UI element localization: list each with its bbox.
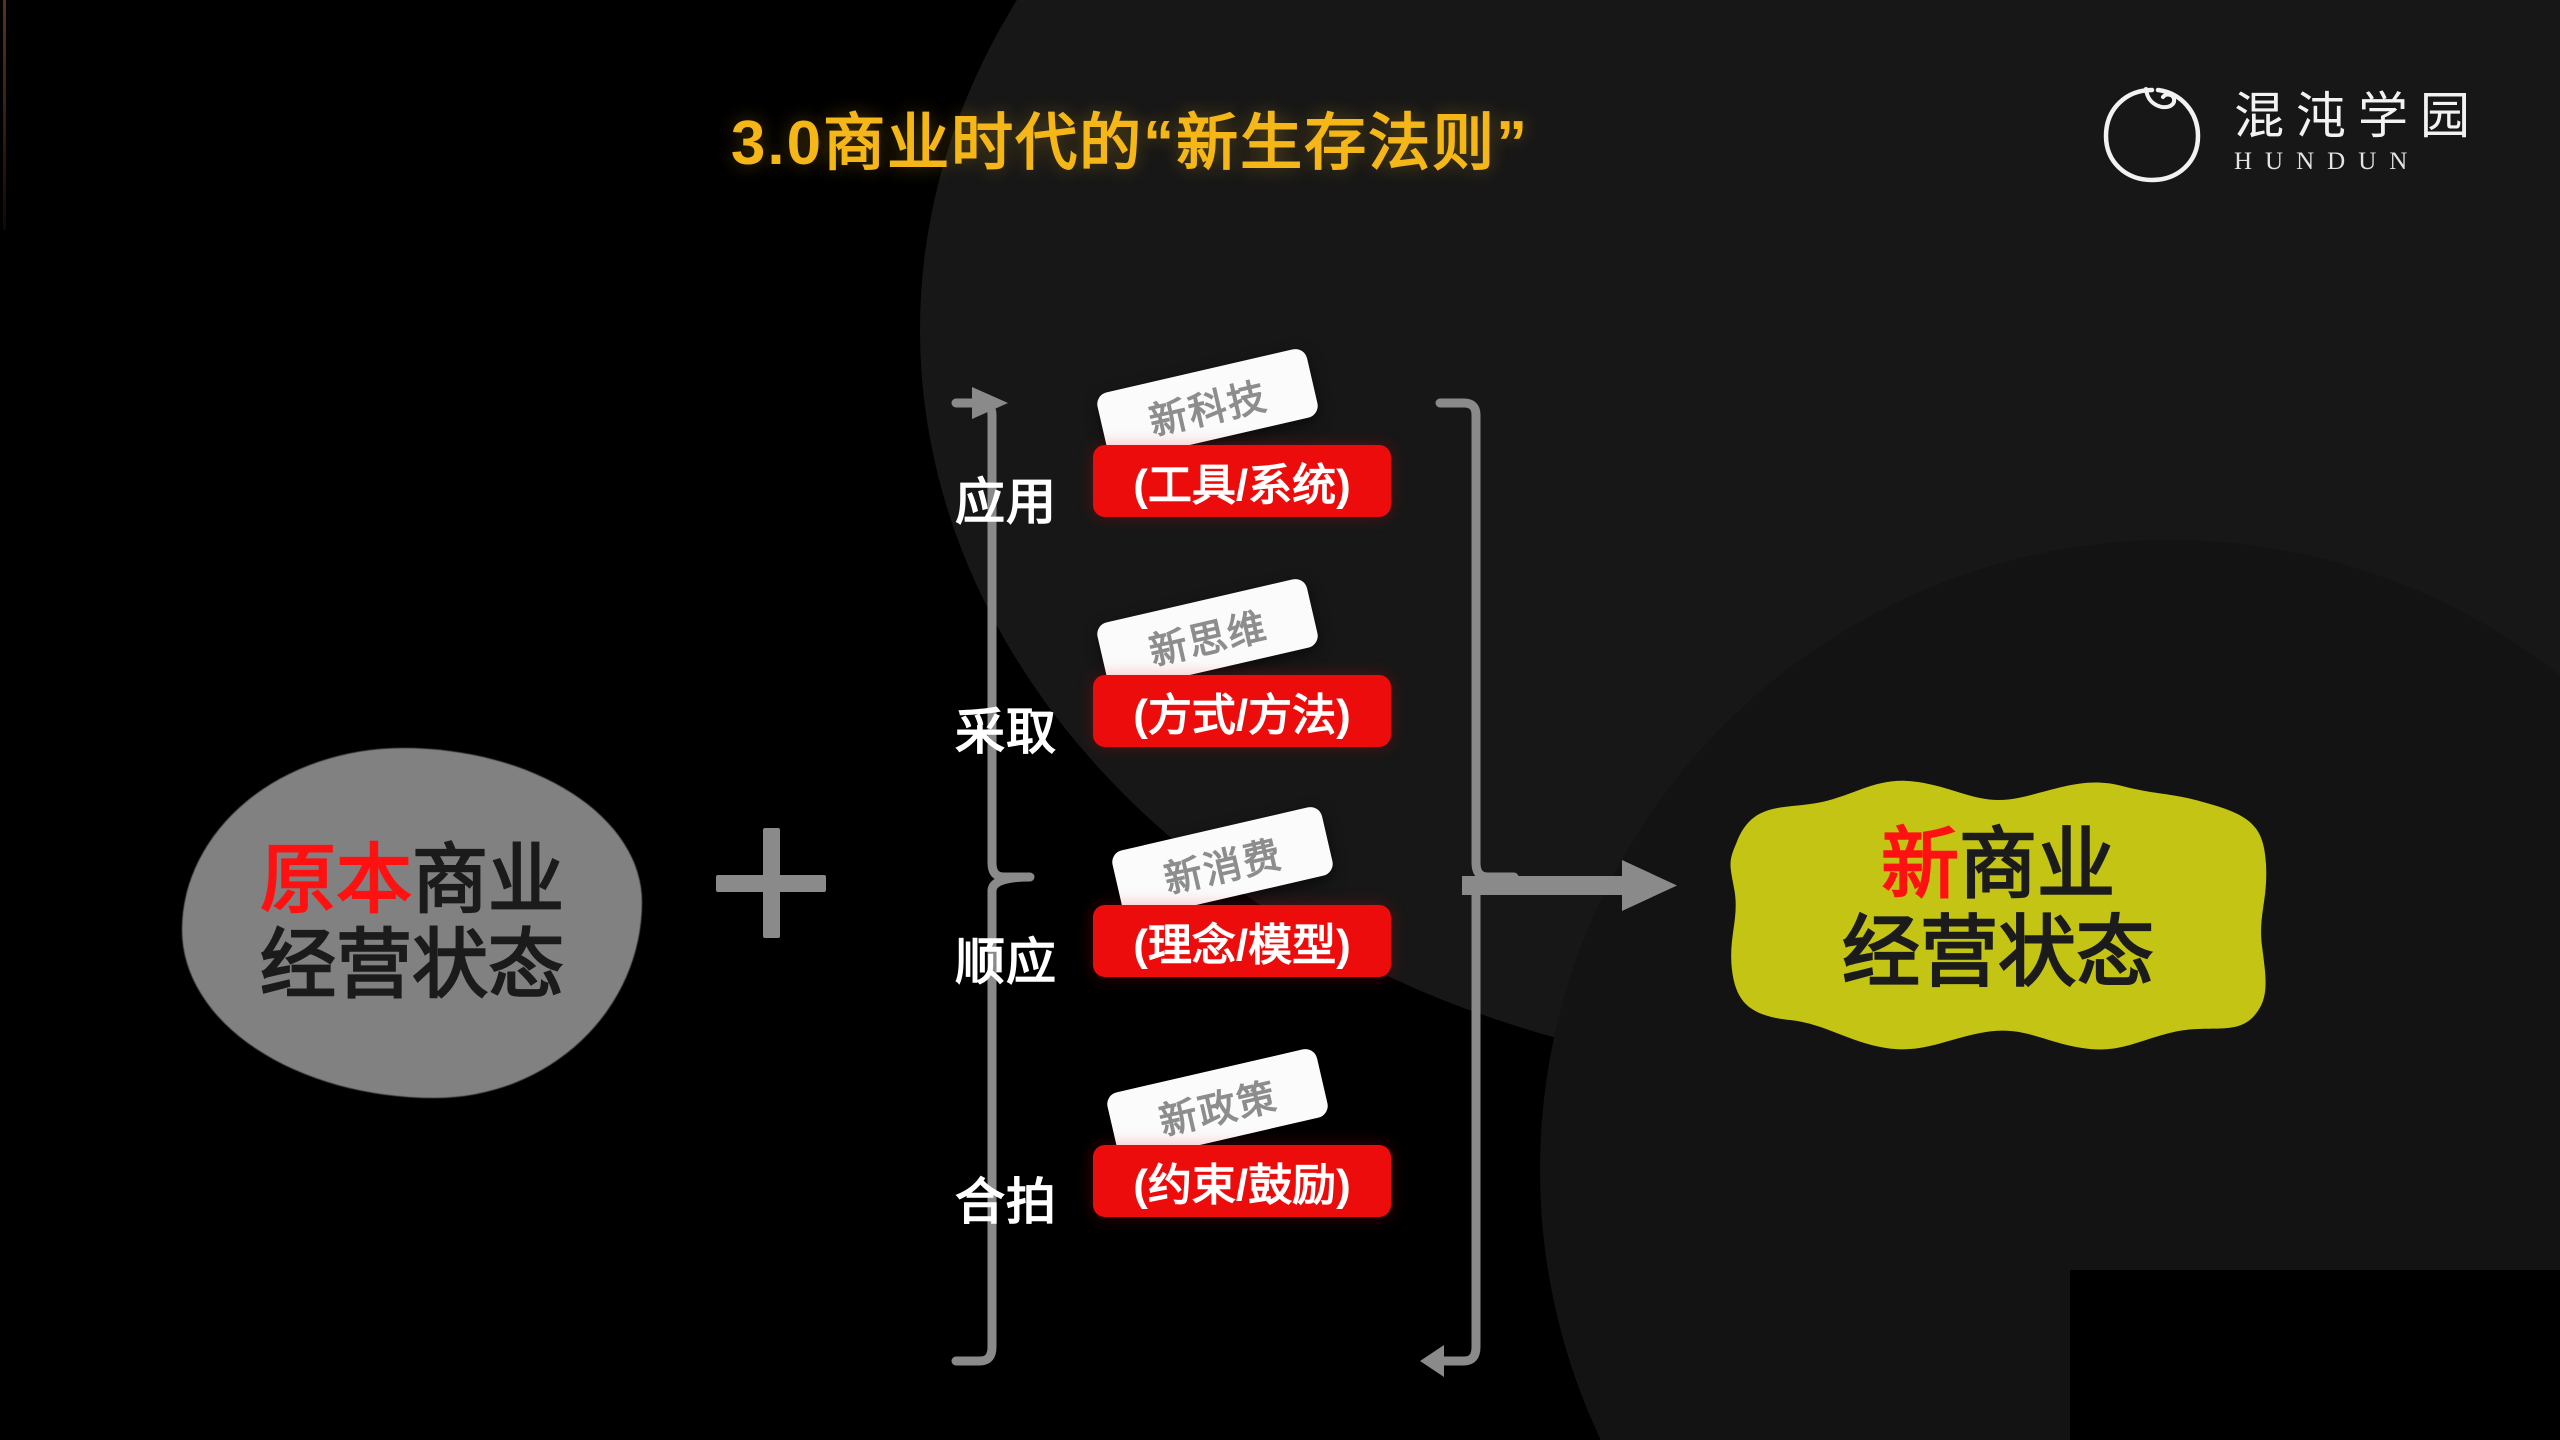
left-blob-line1: 原本商业 <box>260 838 564 923</box>
plus-operator-icon <box>716 828 826 938</box>
brand-logo: 混沌学园 HUNDUN <box>2096 76 2482 188</box>
row-sticker[interactable]: 新消费 <box>1109 804 1336 922</box>
right-blob-line2: 经营状态 <box>1841 908 2154 996</box>
slide-title: 3.0商业时代的“新生存法则” <box>730 109 1530 178</box>
right-blob-line1-rest: 商业 <box>1959 819 2116 908</box>
table-row: 应用 新科技 (工具/系统) <box>955 346 1475 560</box>
row-label: 合拍 <box>955 1174 1057 1230</box>
table-row: 采取 新思维 (方式/方法) <box>955 576 1475 790</box>
original-business-state-blob: 原本商业 经营状态 <box>182 748 642 1098</box>
new-business-state-blob: 新商业 经营状态 <box>1718 748 2278 1068</box>
left-blob-line2: 经营状态 <box>260 923 564 1008</box>
right-blob-line1: 新商业 <box>1881 820 2115 908</box>
right-blob-accent: 新 <box>1880 819 1959 908</box>
row-pill[interactable]: (约束/鼓励) <box>1093 1145 1391 1217</box>
left-blob-accent: 原本 <box>260 837 412 923</box>
brand-name-en: HUNDUN <box>2234 147 2421 175</box>
table-row: 顺应 新消费 (理念/模型) <box>955 804 1475 1020</box>
background-corner-block <box>2070 1270 2560 1440</box>
left-blob-line1-rest: 商业 <box>412 837 564 923</box>
row-pill[interactable]: (工具/系统) <box>1093 445 1391 517</box>
transformation-arrow <box>1462 852 1692 927</box>
transformation-rows: 应用 新科技 (工具/系统) 采取 新思维 (方式/方法) 顺应 新消费 (理念… <box>955 346 1475 1390</box>
left-blob-shape <box>182 748 642 1098</box>
row-label: 采取 <box>955 704 1057 760</box>
row-label: 顺应 <box>955 934 1057 990</box>
right-arrow-icon <box>1462 860 1677 911</box>
row-pill[interactable]: (方式/方法) <box>1093 675 1391 747</box>
brand-logo-text: 混沌学园 HUNDUN <box>2234 87 2482 176</box>
right-blob-shape <box>1730 780 2267 1050</box>
left-blob-text: 原本商业 经营状态 <box>182 748 642 1098</box>
left-bracket-icon <box>951 387 1035 1366</box>
table-row: 合拍 新政策 (约束/鼓励) <box>955 1046 1475 1260</box>
brand-name-cn: 混沌学园 <box>2234 87 2482 144</box>
row-label: 应用 <box>955 474 1057 530</box>
right-blob-text: 新商业 经营状态 <box>1718 748 2278 1068</box>
hundun-apple-circle-icon <box>2103 87 2201 183</box>
row-pill[interactable]: (理念/模型) <box>1093 905 1391 977</box>
left-curly-bracket <box>930 385 1060 1395</box>
